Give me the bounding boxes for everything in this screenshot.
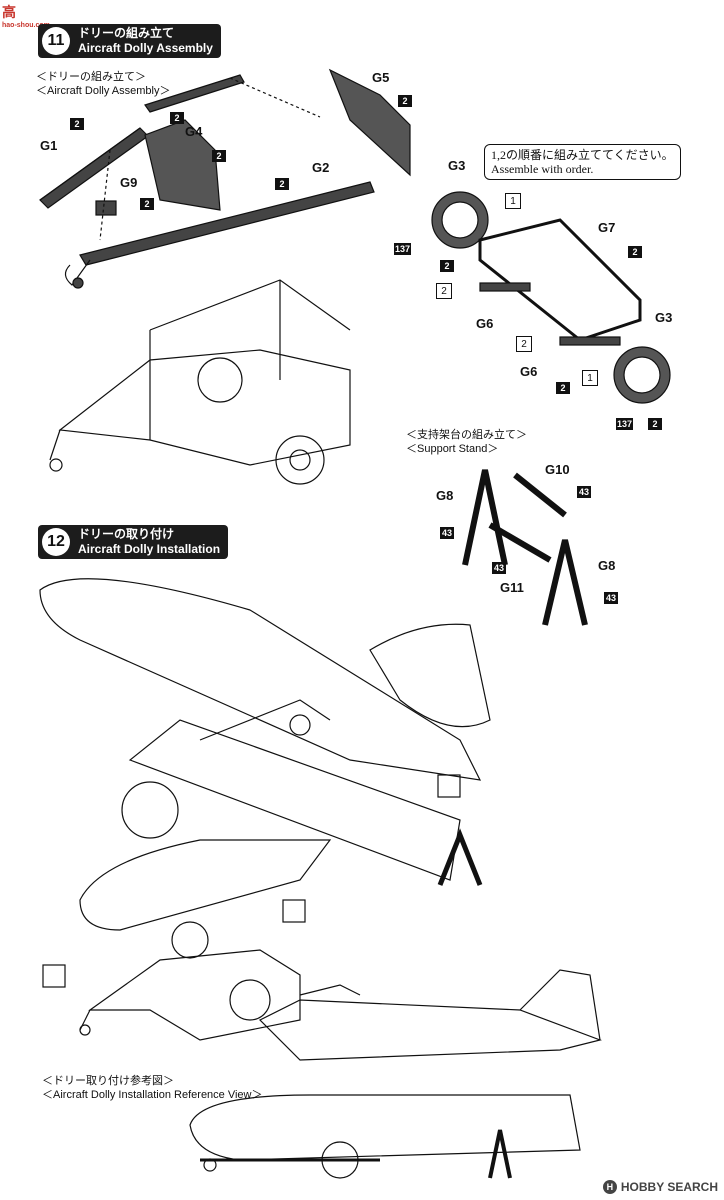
color-code-43: 43 <box>440 527 454 539</box>
support-stand-parts <box>462 469 588 626</box>
assembly-note-jp: 1,2の順番に組み立ててください。 <box>491 148 674 162</box>
step-12-title-en: Aircraft Dolly Installation <box>78 542 221 556</box>
part-label-g3-bottom: G3 <box>655 310 673 325</box>
assembly-order-note: 1,2の順番に組み立ててください。 Assemble with order. <box>484 144 681 180</box>
support-stand-sub-jp: ＜支持架台の組み立て＞ <box>406 429 527 441</box>
support-stand-subheading: ＜支持架台の組み立て＞ ＜Support Stand＞ <box>406 428 527 456</box>
dolly-under-aircraft <box>79 921 301 1041</box>
watermark-top-url: hao-shou.com <box>2 22 50 29</box>
color-code-43: 43 <box>604 592 618 604</box>
part-label-g6-bottom: G6 <box>520 364 538 379</box>
watermark-top-text: 高 <box>2 4 16 20</box>
part-label-g7: G7 <box>598 220 616 235</box>
support-stand-sub-en: ＜Support Stand＞ <box>406 443 499 455</box>
dolly-parts-exploded <box>39 68 411 289</box>
step-12-title-jp: ドリーの取り付け <box>78 527 175 541</box>
step-11-sub-jp: ＜ドリーの組み立て＞ <box>36 71 146 83</box>
no-glue-icon <box>282 899 306 923</box>
part-label-g4: G4 <box>185 124 203 139</box>
order-mark-2-top: 2 <box>436 283 452 299</box>
site-watermark-top: 高 hao-shou.com <box>2 2 50 29</box>
part-label-g6-top: G6 <box>476 316 494 331</box>
no-glue-icon <box>437 774 461 798</box>
reference-view-subheading: ＜ドリー取り付け参考図＞ ＜Aircraft Dolly Installatio… <box>42 1074 263 1102</box>
color-code-2: 2 <box>212 150 226 162</box>
hobbysearch-logo-icon: H <box>602 1180 617 1194</box>
step-11-subheading: ＜ドリーの組み立て＞ ＜Aircraft Dolly Assembly＞ <box>36 70 170 98</box>
part-label-g8-right: G8 <box>598 558 616 573</box>
part-label-g9: G9 <box>120 175 138 190</box>
assembly-note-en: Assemble with order. <box>491 162 594 176</box>
order-mark-1-top: 1 <box>505 193 521 209</box>
color-code-2: 2 <box>275 178 289 190</box>
part-label-g8-left: G8 <box>436 488 454 503</box>
color-code-2: 2 <box>440 260 454 272</box>
part-label-g3-top: G3 <box>448 158 466 173</box>
no-glue-icon <box>42 964 66 988</box>
order-mark-2-bottom: 2 <box>516 336 532 352</box>
color-code-137: 137 <box>616 418 634 430</box>
step-12-number: 12 <box>42 528 70 556</box>
step-11-title-en: Aircraft Dolly Assembly <box>78 41 213 55</box>
part-label-g1: G1 <box>40 138 58 153</box>
reference-view-sub-en: ＜Aircraft Dolly Installation Reference V… <box>42 1089 263 1101</box>
part-label-g5: G5 <box>372 70 390 85</box>
color-code-2: 2 <box>398 95 412 107</box>
color-code-2: 2 <box>556 382 570 394</box>
color-code-137: 137 <box>394 243 412 255</box>
watermark-bottom-text: HOBBY SEARCH <box>620 1180 718 1194</box>
step-11-sub-en: ＜Aircraft Dolly Assembly＞ <box>36 85 171 97</box>
color-code-2: 2 <box>628 246 642 258</box>
color-code-2: 2 <box>170 112 184 124</box>
color-code-2: 2 <box>648 418 662 430</box>
color-code-2: 2 <box>140 198 154 210</box>
step-12-header: 12 ドリーの取り付け Aircraft Dolly Installation <box>38 525 229 559</box>
support-stand-installed <box>437 828 483 886</box>
step-11-header: 11 ドリーの組み立て Aircraft Dolly Assembly <box>38 24 221 58</box>
color-code-43: 43 <box>577 486 591 498</box>
part-label-g11: G11 <box>500 580 524 595</box>
reference-view-sub-jp: ＜ドリー取り付け参考図＞ <box>42 1075 174 1087</box>
order-mark-1-bottom: 1 <box>582 370 598 386</box>
part-label-g10: G10 <box>545 462 570 477</box>
color-code-43: 43 <box>492 562 506 574</box>
step-11-title-jp: ドリーの組み立て <box>78 26 175 40</box>
step-11-number: 11 <box>42 27 70 55</box>
aircraft-outline <box>39 578 491 931</box>
part-label-g2: G2 <box>312 160 330 175</box>
site-watermark-bottom: H HOBBY SEARCH <box>602 1180 718 1194</box>
color-code-2: 2 <box>70 118 84 130</box>
dolly-assembled <box>49 279 351 485</box>
reference-view-drawing <box>189 969 603 1179</box>
wheel-axle-assembly <box>431 191 671 404</box>
